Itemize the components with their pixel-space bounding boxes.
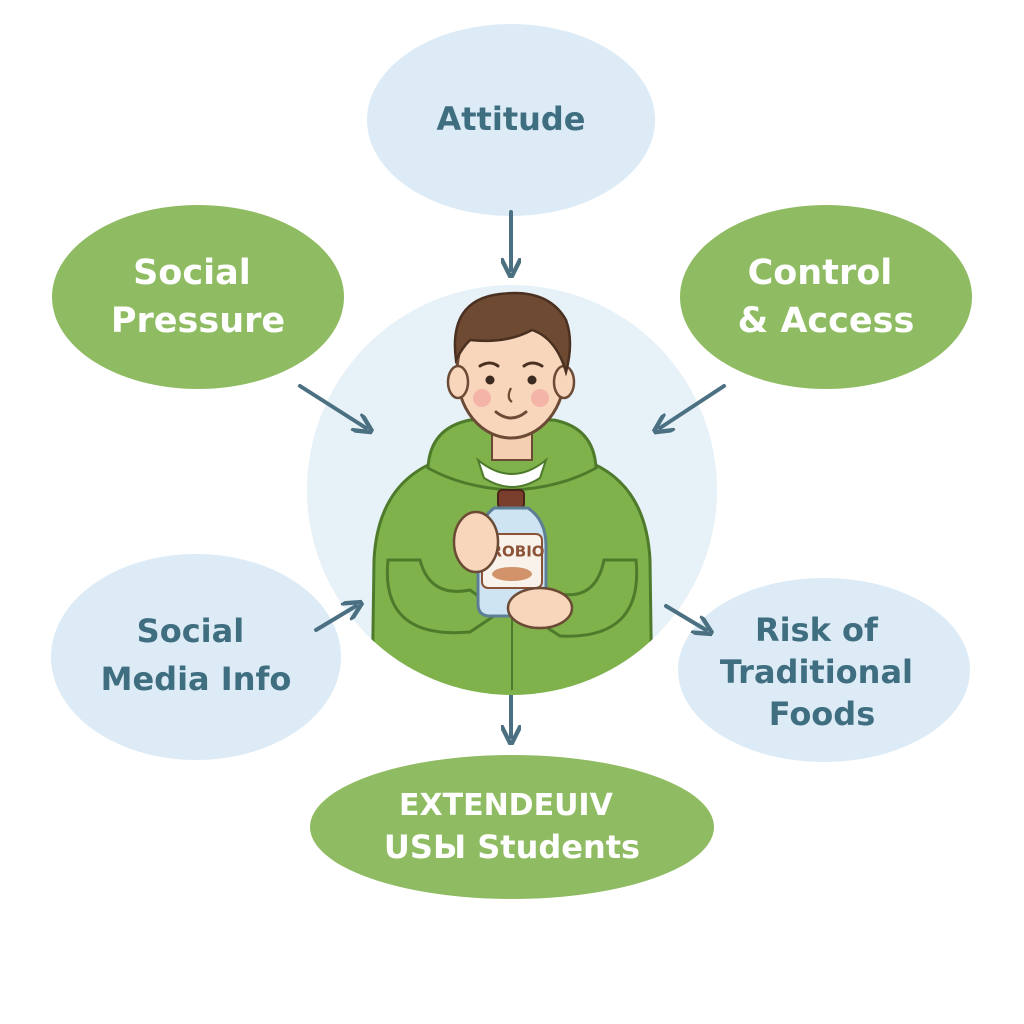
node-outcome-label: EXTENDEUIV USЫ Students xyxy=(384,785,640,866)
arrow-social-media-info xyxy=(314,606,356,632)
node-outcome-line: USЫ Students xyxy=(384,828,640,866)
student-figure: PROBIO xyxy=(370,291,654,695)
node-social-media-info-line: Media Info xyxy=(101,660,292,698)
arrow-risk-traditional-foods xyxy=(664,604,706,630)
node-control-access-line: Control xyxy=(748,253,893,293)
node-social-pressure-line: Social xyxy=(133,253,251,293)
node-risk-traditional-foods: Risk of Traditional Foods xyxy=(678,578,970,762)
node-attitude: Attitude xyxy=(367,24,655,216)
node-risk-traditional-foods-line: Traditional xyxy=(720,653,913,691)
node-social-media-info-line: Social xyxy=(137,612,245,650)
left-hand xyxy=(452,510,500,574)
arrow-control-access xyxy=(660,384,726,428)
arrow-social-pressure xyxy=(298,384,366,428)
node-social-pressure: Social Pressure xyxy=(52,205,344,389)
node-risk-traditional-foods-line: Risk of xyxy=(755,611,879,649)
node-risk-traditional-foods-label: Risk of Traditional Foods xyxy=(720,611,924,733)
node-control-access: Control & Access xyxy=(680,205,972,389)
node-social-pressure-label: Social Pressure xyxy=(111,253,285,341)
node-control-access-label: Control & Access xyxy=(738,253,915,341)
right-hand xyxy=(506,586,574,630)
node-social-media-info-label: Social Media Info xyxy=(101,612,292,698)
node-social-pressure-line: Pressure xyxy=(111,301,285,341)
node-social-media-info: Social Media Info xyxy=(51,554,341,760)
node-outcome-line: EXTENDEUIV xyxy=(399,788,614,823)
node-attitude-label: Attitude xyxy=(436,100,585,138)
node-attitude-line: Attitude xyxy=(436,100,585,138)
node-outcome: EXTENDEUIV USЫ Students xyxy=(310,755,714,899)
student-hair xyxy=(453,291,572,377)
node-control-access-line: & Access xyxy=(738,301,915,341)
node-risk-traditional-foods-line: Foods xyxy=(769,695,875,733)
